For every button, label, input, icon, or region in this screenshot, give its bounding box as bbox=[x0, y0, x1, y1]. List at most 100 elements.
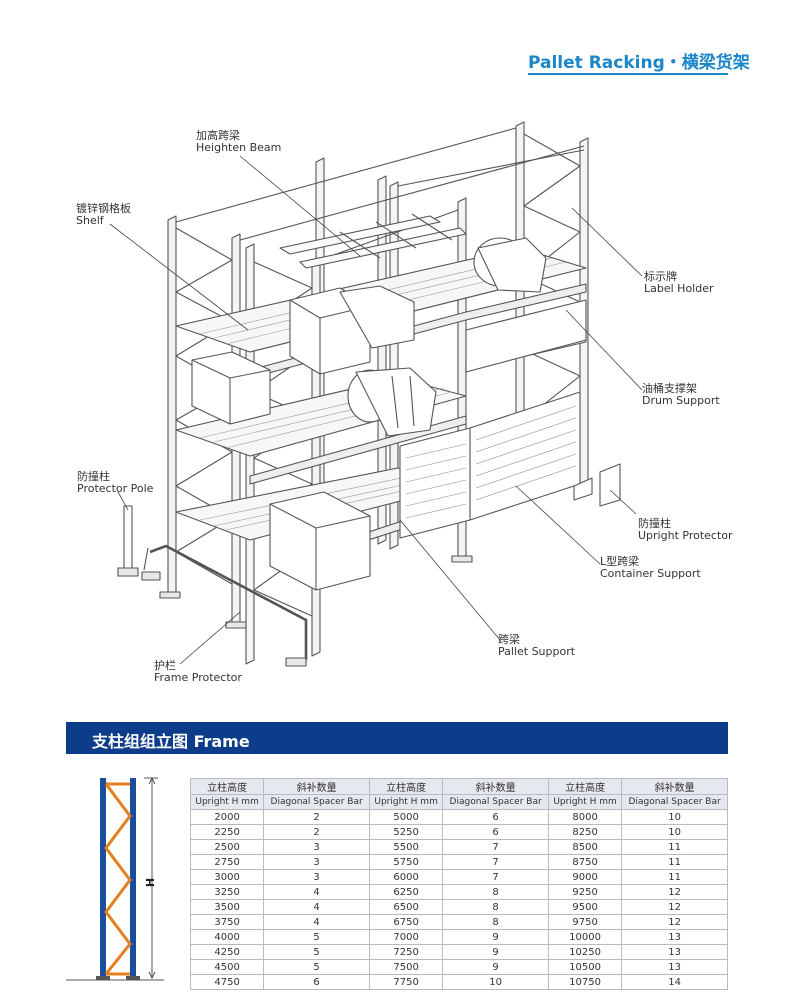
table-header-cell: 立柱高度 bbox=[368, 778, 444, 795]
table-header-cell: Upright H mm bbox=[547, 794, 623, 810]
table-header-cell: 立柱高度 bbox=[547, 778, 623, 795]
table-cell: 3 bbox=[263, 839, 370, 855]
table-header-cell: Diagonal Spacer Bar bbox=[442, 794, 549, 810]
table-cell: 6750 bbox=[368, 914, 444, 930]
table-cell: 5250 bbox=[368, 824, 444, 840]
table-cell: 9500 bbox=[547, 899, 623, 915]
pallet-racking-illustration bbox=[109, 121, 643, 667]
table-cell: 10 bbox=[621, 824, 728, 840]
table-cell: 3500 bbox=[189, 899, 265, 915]
table-cell: 9 bbox=[442, 959, 549, 975]
table-cell: 4250 bbox=[189, 944, 265, 960]
annotation-container-support: L型跨梁 Container Support bbox=[600, 556, 701, 580]
annotation-zh: 镀锌钢格板 bbox=[76, 202, 131, 215]
table-cell: 10500 bbox=[547, 959, 623, 975]
annotation-shelf: 镀锌钢格板 Shelf bbox=[76, 203, 131, 227]
table-cell: 2 bbox=[263, 824, 370, 840]
table-cell: 2500 bbox=[189, 839, 265, 855]
upright-spec-table: 立柱高度 斜补数量 立柱高度 斜补数量 立柱高度 斜补数量 Upright H … bbox=[189, 778, 728, 990]
table-cell: 7000 bbox=[368, 929, 444, 945]
table-cell: 5750 bbox=[368, 854, 444, 870]
table-cell: 9750 bbox=[547, 914, 623, 930]
table-cell: 6 bbox=[263, 974, 370, 990]
annotation-en: Upright Protector bbox=[638, 529, 733, 542]
table-cell: 6000 bbox=[368, 869, 444, 885]
table-header-zh: 立柱高度 斜补数量 立柱高度 斜补数量 立柱高度 斜补数量 bbox=[189, 778, 728, 795]
table-cell: 2000 bbox=[189, 809, 265, 825]
table-cell: 8 bbox=[442, 884, 549, 900]
table-cell: 5500 bbox=[368, 839, 444, 855]
table-cell: 3750 bbox=[189, 914, 265, 930]
annotation-zh: 标示牌 bbox=[644, 270, 677, 283]
table-cell: 9250 bbox=[547, 884, 623, 900]
annotation-heighten-beam: 加高跨梁 Heighten Beam bbox=[196, 130, 281, 154]
table-cell: 10 bbox=[442, 974, 549, 990]
table-header-cell: Upright H mm bbox=[189, 794, 265, 810]
table-cell: 5 bbox=[263, 959, 370, 975]
table-cell: 3 bbox=[263, 869, 370, 885]
title-underline bbox=[528, 73, 728, 75]
table-cell: 12 bbox=[621, 884, 728, 900]
table-cell: 6500 bbox=[368, 899, 444, 915]
annotation-zh: 防撞柱 bbox=[77, 470, 110, 483]
annotation-en: Label Holder bbox=[644, 282, 714, 295]
table-cell: 4 bbox=[263, 899, 370, 915]
table-cell: 8750 bbox=[547, 854, 623, 870]
table-cell: 9000 bbox=[547, 869, 623, 885]
table-cell: 8250 bbox=[547, 824, 623, 840]
table-cell: 8 bbox=[442, 899, 549, 915]
table-cell: 13 bbox=[621, 944, 728, 960]
table-cell: 5000 bbox=[368, 809, 444, 825]
annotation-drum-support: 油桶支撑架 Drum Support bbox=[642, 383, 720, 407]
table-cell: 7750 bbox=[368, 974, 444, 990]
table-cell: 9 bbox=[442, 944, 549, 960]
frame-diagram bbox=[66, 776, 164, 981]
table-cell: 2250 bbox=[189, 824, 265, 840]
table-cell: 11 bbox=[621, 839, 728, 855]
table-cell: 3 bbox=[263, 854, 370, 870]
table-cell: 14 bbox=[621, 974, 728, 990]
table-cell: 2 bbox=[263, 809, 370, 825]
table-cell: 13 bbox=[621, 959, 728, 975]
table-cell: 4000 bbox=[189, 929, 265, 945]
annotation-en: Pallet Support bbox=[498, 645, 576, 658]
table-cell: 4 bbox=[263, 884, 370, 900]
table-cell: 8 bbox=[442, 914, 549, 930]
table-cell: 6 bbox=[442, 824, 549, 840]
annotation-protector-pole: 防撞柱 Protector Pole bbox=[77, 471, 153, 495]
table-cell: 2750 bbox=[189, 854, 265, 870]
annotation-frame-protector: 护栏 Frame Protector bbox=[154, 660, 242, 684]
table-cell: 3000 bbox=[189, 869, 265, 885]
annotation-label-holder: 标示牌 Label Holder bbox=[644, 271, 714, 295]
annotation-zh: 防撞柱 bbox=[638, 517, 671, 530]
table-cell: 13 bbox=[621, 929, 728, 945]
table-cell: 12 bbox=[621, 914, 728, 930]
annotation-en: Heighten Beam bbox=[196, 141, 282, 154]
page-title: Pallet Racking・横梁货架 bbox=[528, 53, 750, 73]
table-cell: 6 bbox=[442, 809, 549, 825]
dimension-label-h: H bbox=[144, 877, 158, 888]
annotation-zh: 油桶支撑架 bbox=[642, 382, 697, 395]
table-header-cell: 斜补数量 bbox=[621, 778, 728, 795]
table-cell: 4 bbox=[263, 914, 370, 930]
table-cell: 10250 bbox=[547, 944, 623, 960]
annotation-en: Protector Pole bbox=[77, 482, 154, 495]
table-header-cell: Upright H mm bbox=[368, 794, 444, 810]
table-cell: 8500 bbox=[547, 839, 623, 855]
table-cell: 12 bbox=[621, 899, 728, 915]
annotation-zh: L型跨梁 bbox=[600, 555, 640, 568]
annotation-en: Shelf bbox=[76, 214, 104, 227]
table-cell: 3250 bbox=[189, 884, 265, 900]
